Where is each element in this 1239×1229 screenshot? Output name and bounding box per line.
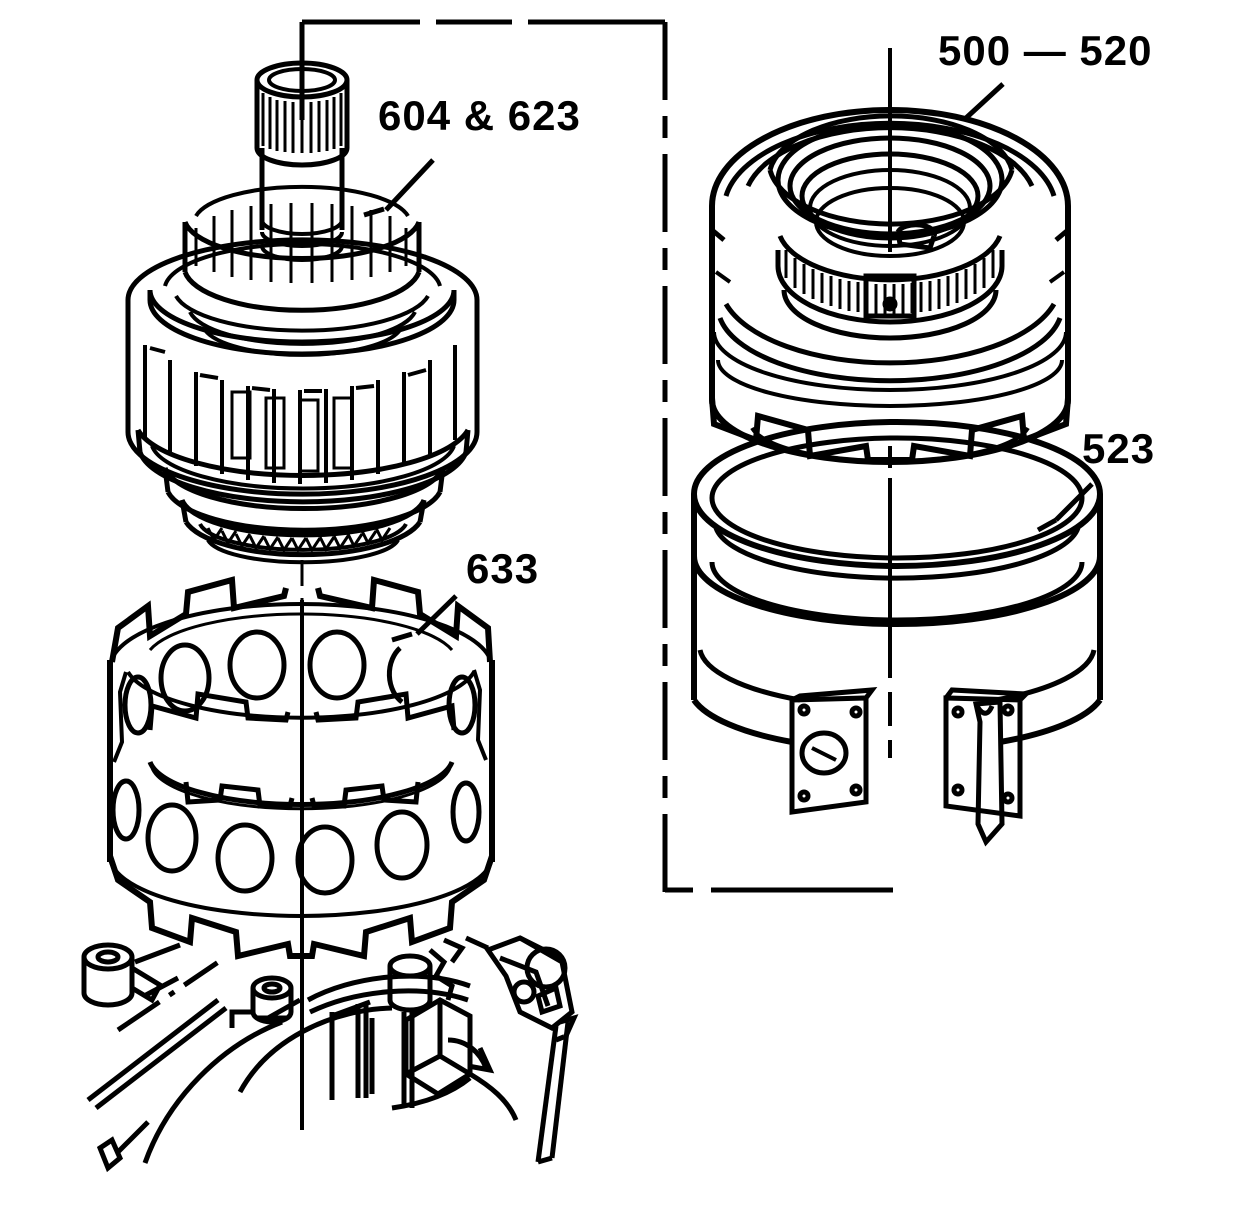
- leader-lines: [363, 82, 1094, 643]
- callout-500-520: 500 — 520: [938, 27, 1153, 74]
- band-anchor-bracket-left: [789, 687, 878, 815]
- leader-500: [964, 82, 1005, 120]
- leader-633: [415, 594, 458, 636]
- band-anchor-bracket-right: [943, 687, 1032, 847]
- callout-604-623: 604 & 623: [378, 92, 581, 139]
- cage-holes-upper: [122, 629, 478, 736]
- leader-523: [1054, 482, 1094, 522]
- cage-top-crenellations: [109, 576, 493, 663]
- cage-mid-crenellations: [147, 691, 457, 731]
- part-633-planetary-cage: [107, 576, 495, 960]
- cage-holes-lower: [110, 778, 482, 896]
- transmission-case-partial: [81, 935, 579, 1173]
- part-604-623-planetary-carrier: [125, 52, 480, 565]
- part-500-520-clutch-drum: [709, 48, 1071, 465]
- callout-633: 633: [466, 545, 540, 592]
- callout-523: 523: [1082, 425, 1156, 472]
- part-523-brake-band: [691, 419, 1103, 847]
